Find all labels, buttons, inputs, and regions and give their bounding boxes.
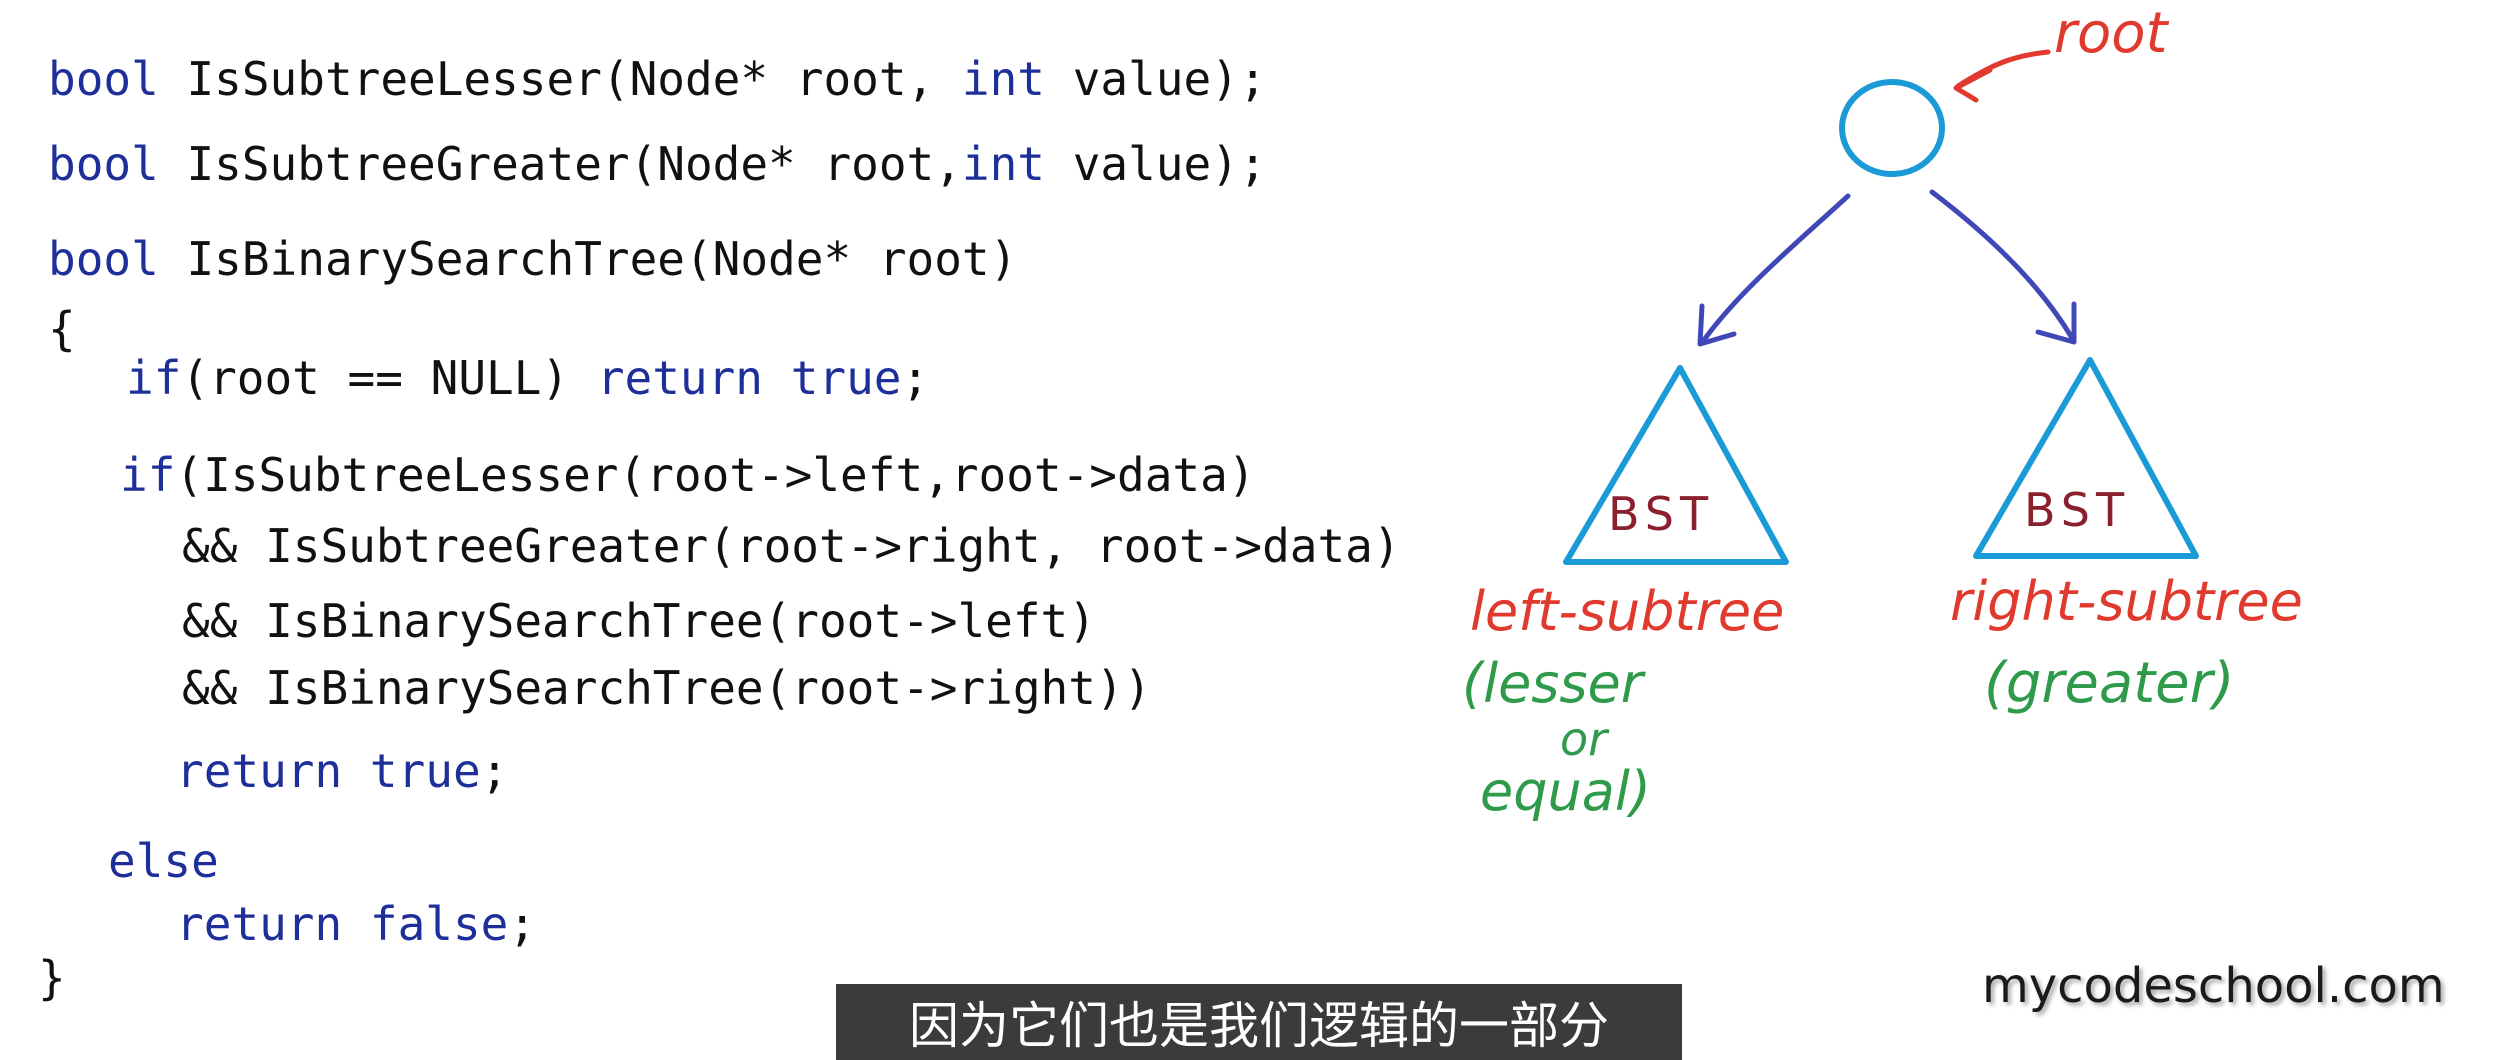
code-text: IsSubtreeGreater(Node* root, xyxy=(158,137,962,191)
code-text: && IsBinarySearchTree(root->left) xyxy=(182,594,1096,648)
left-subtree-note-1: (lesser xyxy=(1462,652,1646,715)
code-text: && IsSubtreeGreater(root->right, root->d… xyxy=(182,519,1401,573)
code-line-7: && IsSubtreeGreater(root->right, root->d… xyxy=(182,523,1401,569)
keyword: if xyxy=(126,351,182,405)
watermark-text: mycodeschool.com xyxy=(1982,958,2445,1014)
code-line-9: && IsBinarySearchTree(root->right)) xyxy=(182,665,1151,711)
right-subtree-bst-label: BST xyxy=(2024,483,2130,537)
right-subtree-note: (greater) xyxy=(1984,651,2234,716)
code-line-6: if(IsSubtreeLesser(root->left,root->data… xyxy=(120,452,1255,498)
code-text: (root == NULL) xyxy=(181,351,597,405)
code-line-12: return false; xyxy=(176,901,536,947)
right-subtree-triangle xyxy=(1973,357,2199,559)
keyword: else xyxy=(108,834,219,888)
code-line-10: return true; xyxy=(176,748,508,794)
left-subtree-triangle xyxy=(1563,365,1789,565)
root-node xyxy=(1839,79,1945,177)
left-subtree-note-2: or xyxy=(1560,712,1610,766)
keyword: bool xyxy=(48,52,159,106)
code-text: IsSubtreeLesser(Node* root, xyxy=(158,52,962,106)
code-line-1: bool IsSubtreeLesser(Node* root, int val… xyxy=(48,56,1267,102)
root-label: root xyxy=(2054,1,2170,66)
subtitle-caption: 因为它们也是我们逻辑的一部分 xyxy=(836,984,1682,1060)
code-line-13: } xyxy=(38,955,66,1001)
code-line-5: if(root == NULL) return true; xyxy=(126,355,929,401)
root-pointer-arrowhead xyxy=(1953,67,1993,103)
keyword: int xyxy=(961,137,1046,191)
code-text: ; xyxy=(508,897,537,951)
left-subtree-caption: left-subtree xyxy=(1470,580,1784,643)
right-child-arrowhead xyxy=(2035,301,2077,345)
keyword: return xyxy=(176,744,343,798)
code-text: ; xyxy=(901,351,930,405)
code-line-8: && IsBinarySearchTree(root->left) xyxy=(182,598,1096,644)
keyword: int xyxy=(961,52,1046,106)
code-line-4: { xyxy=(48,306,76,352)
code-text: (IsSubtreeLesser(root->left,root->data) xyxy=(175,448,1256,502)
code-line-3: bool IsBinarySearchTree(Node* root) xyxy=(48,236,1017,282)
keyword: if xyxy=(120,448,176,502)
code-line-11: else xyxy=(108,838,219,884)
code-text: IsBinarySearchTree(Node* root) xyxy=(158,232,1018,286)
keyword: return xyxy=(176,897,343,951)
code-text: { xyxy=(48,302,76,356)
right-subtree-caption: right-subtree xyxy=(1950,570,2303,633)
left-child-arrow xyxy=(1701,193,1851,343)
left-child-arrowhead xyxy=(1697,303,1737,347)
keyword: return xyxy=(596,351,763,405)
code-text: } xyxy=(38,951,66,1005)
keyword: true xyxy=(369,744,481,798)
code-text: value); xyxy=(1045,137,1267,191)
left-subtree-note-3: equal) xyxy=(1480,760,1651,823)
keyword: bool xyxy=(48,232,159,286)
code-text: && IsBinarySearchTree(root->right)) xyxy=(182,661,1152,715)
keyword: bool xyxy=(48,137,159,191)
keyword: true xyxy=(790,351,902,405)
code-line-2: bool IsSubtreeGreater(Node* root,int val… xyxy=(48,141,1267,187)
code-text: value); xyxy=(1045,52,1267,106)
code-text: ; xyxy=(480,744,509,798)
right-child-arrow xyxy=(1929,189,2075,341)
left-subtree-bst-label: BST xyxy=(1608,487,1714,541)
keyword: false xyxy=(369,897,509,951)
